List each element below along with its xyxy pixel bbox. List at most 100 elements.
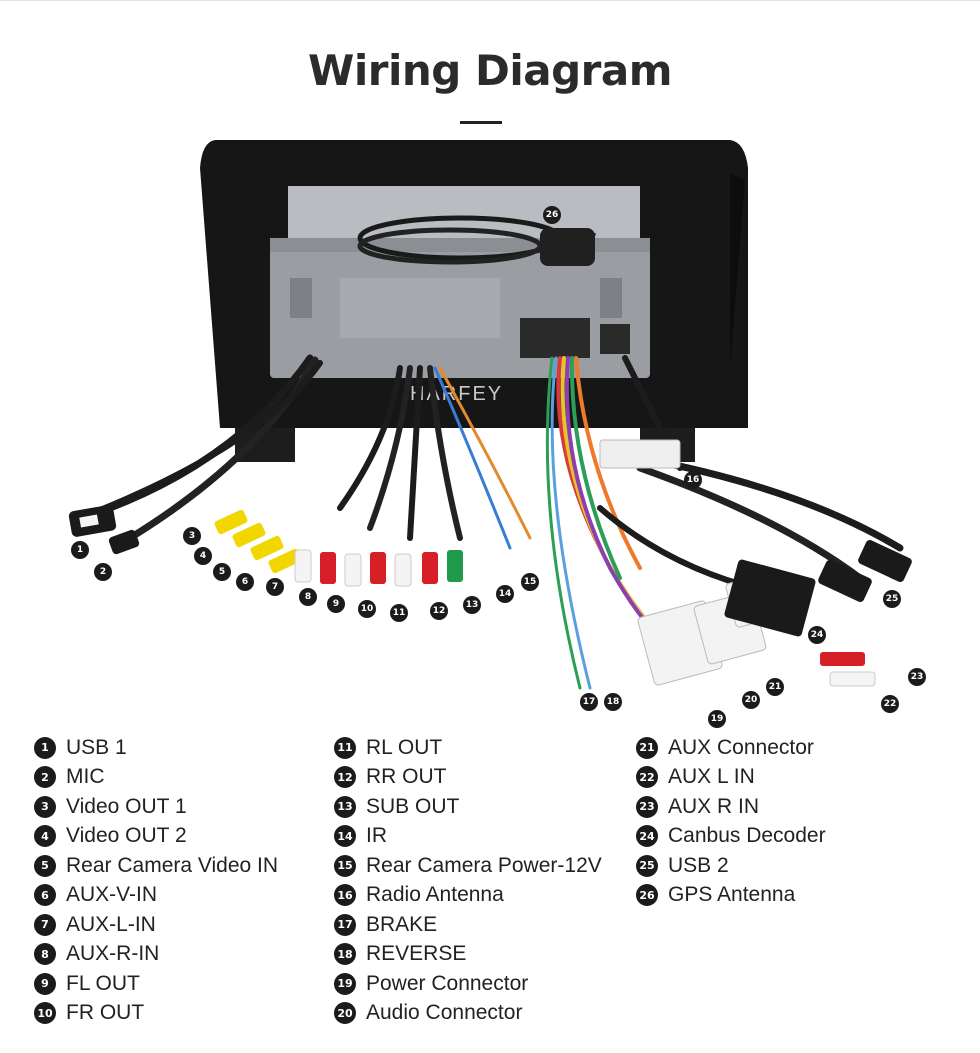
legend-badge: 9 <box>34 972 56 995</box>
legend-label: Rear Camera Video IN <box>66 853 279 877</box>
legend-label: USB 2 <box>668 853 729 877</box>
callout-10: 10 <box>358 600 376 618</box>
legend-label: Power Connector <box>366 971 529 995</box>
legend-badge: 21 <box>636 736 658 759</box>
wiring-illustration: HARFEY <box>68 140 912 690</box>
legend-item: 8 AUX-R-IN <box>34 940 278 970</box>
legend-label: BRAKE <box>366 912 438 936</box>
callout-21: 21 <box>766 678 784 696</box>
callout-18: 18 <box>604 693 622 711</box>
callout-23: 23 <box>908 668 926 686</box>
watermark: HARFEY <box>410 383 503 405</box>
callout-3: 3 <box>183 527 201 545</box>
callout-22: 22 <box>881 695 899 713</box>
legend-item: 21 AUX Connector <box>636 733 826 763</box>
legend-item: 9 FL OUT <box>34 969 278 999</box>
legend-item: 15 Rear Camera Power-12V <box>334 851 602 881</box>
callout-14: 14 <box>496 585 514 603</box>
legend-label: Video OUT 1 <box>66 794 187 818</box>
legend-badge: 17 <box>334 913 356 936</box>
legend-badge: 20 <box>334 1002 356 1025</box>
legend-badge: 12 <box>334 766 356 789</box>
legend-label: Radio Antenna <box>366 883 504 907</box>
usb2-connectors <box>818 539 912 603</box>
legend-item: 23 AUX R IN <box>636 792 826 822</box>
legend-badge: 15 <box>334 854 356 877</box>
legend-label: FR OUT <box>66 1001 145 1025</box>
callout-13: 13 <box>463 596 481 614</box>
radio-antenna-connector <box>599 439 681 469</box>
legend-label: AUX R IN <box>668 794 760 818</box>
legend-item: 3 Video OUT 1 <box>34 792 278 822</box>
legend-badge: 25 <box>636 854 658 877</box>
legend-item: 26 GPS Antenna <box>636 881 826 911</box>
legend-item: 25 USB 2 <box>636 851 826 881</box>
legend-label: AUX Connector <box>668 735 814 759</box>
legend-badge: 18 <box>334 943 356 966</box>
legend-item: 10 FR OUT <box>34 999 278 1029</box>
legend-item: 18 REVERSE <box>334 940 602 970</box>
legend-badge: 8 <box>34 943 56 966</box>
legend-label: Audio Connector <box>366 1001 523 1025</box>
title-underline <box>460 121 502 124</box>
legend-badge: 7 <box>34 913 56 936</box>
legend-item: 16 Radio Antenna <box>334 881 602 911</box>
legend-item: 6 AUX-V-IN <box>34 881 278 911</box>
callout-7: 7 <box>266 578 284 596</box>
legend-label: FL OUT <box>66 971 140 995</box>
callout-12: 12 <box>430 602 448 620</box>
legend-label: AUX L IN <box>668 765 755 789</box>
usb1-mic-connectors <box>68 504 140 555</box>
callout-8: 8 <box>299 588 317 606</box>
legend-badge: 11 <box>334 736 356 759</box>
callout-15: 15 <box>521 573 539 591</box>
legend-label: AUX-L-IN <box>66 912 156 936</box>
callout-4: 4 <box>194 547 212 565</box>
legend-column-3: 21 AUX Connector 22 AUX L IN 23 AUX R IN 24… <box>636 733 826 910</box>
callout-9: 9 <box>327 595 345 613</box>
legend-label: Rear Camera Power-12V <box>366 853 602 877</box>
legend-badge: 16 <box>334 884 356 907</box>
legend-item: 11 RL OUT <box>334 733 602 763</box>
callout-1: 1 <box>71 541 89 559</box>
page-title: Wiring Diagram <box>308 46 672 95</box>
legend-label: REVERSE <box>366 942 467 966</box>
legend-item: 17 BRAKE <box>334 910 602 940</box>
legend-label: RR OUT <box>366 765 447 789</box>
legend-item: 12 RR OUT <box>334 763 602 793</box>
legend-badge: 6 <box>34 884 56 907</box>
legend-label: USB 1 <box>66 735 127 759</box>
legend-badge: 13 <box>334 795 356 818</box>
legend-item: 7 AUX-L-IN <box>34 910 278 940</box>
legend-badge: 10 <box>34 1002 56 1025</box>
legend-item: 1 USB 1 <box>34 733 278 763</box>
legend-label: AUX-R-IN <box>66 942 160 966</box>
callout-5: 5 <box>213 563 231 581</box>
callout-20: 20 <box>742 691 760 709</box>
callout-2: 2 <box>94 563 112 581</box>
legend-label: AUX-V-IN <box>66 883 158 907</box>
callout-17: 17 <box>580 693 598 711</box>
legend-item: 20 Audio Connector <box>334 999 602 1029</box>
legend-label: RL OUT <box>366 735 443 759</box>
legend-badge: 26 <box>636 884 658 907</box>
legend-badge: 3 <box>34 795 56 818</box>
legend-label: SUB OUT <box>366 794 460 818</box>
legend-badge: 23 <box>636 795 658 818</box>
legend-badge: 19 <box>334 972 356 995</box>
legend-badge: 1 <box>34 736 56 759</box>
canbus-decoder <box>724 559 876 687</box>
legend-item: 13 SUB OUT <box>334 792 602 822</box>
legend-badge: 14 <box>334 825 356 848</box>
chassis <box>270 186 650 378</box>
legend-badge: 22 <box>636 766 658 789</box>
legend-label: Video OUT 2 <box>66 824 187 848</box>
callout-11: 11 <box>390 604 408 622</box>
legend-label: GPS Antenna <box>668 883 796 907</box>
callout-25: 25 <box>883 590 901 608</box>
